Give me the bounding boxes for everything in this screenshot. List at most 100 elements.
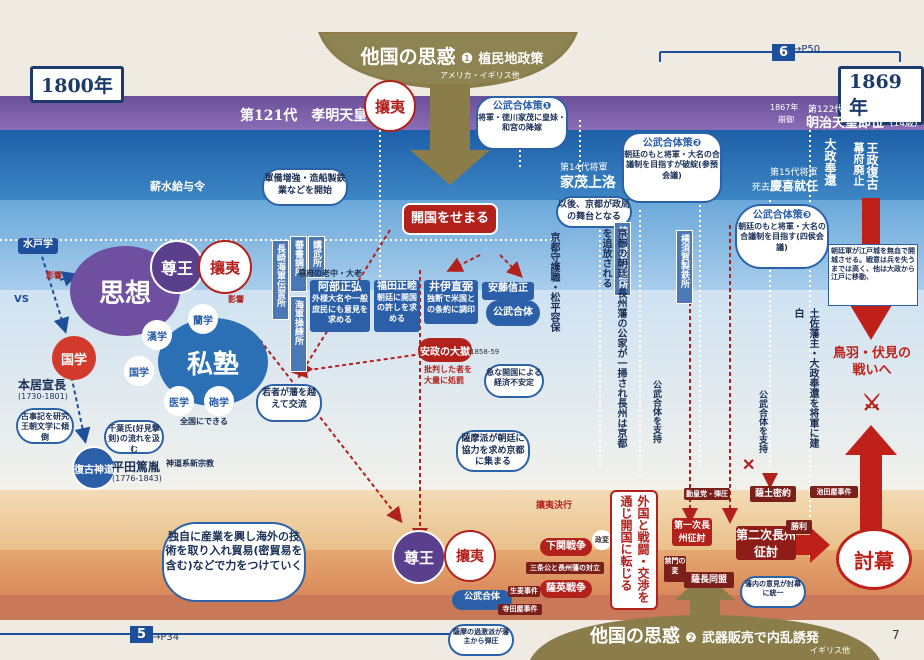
ansei-purge: 安政の大獄 [418,338,472,362]
kobu-policy-3-title: 公武合体策❸ [752,210,812,221]
school-igaku: 医学 [164,386,194,416]
youth-exchange: 若者が藩を越えて交流 [256,384,322,422]
choshu-expedition-2: 第二次長州征討 [736,526,797,560]
tobaku-burst: 討幕 [836,528,912,590]
motoori-norinaga: 本居宣長 [18,378,67,392]
school-kangaku: 漢学 [142,320,172,350]
meiji-age: (14歳) [890,119,918,129]
abe-masahiro: 阿部正弘 外様大名や一般庶民にも意見を求める [310,280,370,332]
kokugaku-badge: 国学 [52,336,96,380]
ii-naosuke: 井伊直弼 独断で米国との条約に調印 [424,280,478,324]
fukuda-name: 福田正睦 [377,281,417,292]
kobu-support-1: 公武合体を支持 [651,380,661,443]
mito-gaku: 水戸学 [18,238,58,254]
tosa-kenpaku: 土佐藩主・大政奉還を将軍に建白 [792,308,818,448]
ando-nobumasa: 安藤信正 [482,282,534,300]
fukko-shinto: 復古神道 [72,446,116,490]
section-link-top[interactable]: →P50 [793,44,821,55]
ii-note: 独断で米国との条約に調印 [427,294,475,314]
kojiki-study: 古事記を研究王朝文学に傾倒 [16,408,74,444]
school-hougaku: 砲学 [204,386,234,416]
ansei-years: 1858-59 [470,348,500,356]
edo-castle-note: 朝廷軍が江戸城を無血で開城させる。戦意は兵を失うまでは高く、他は大政から江戸に移… [828,244,918,306]
svg-text:✕: ✕ [742,455,755,474]
shinto-new-religion: 神道系新宗教 [166,459,214,468]
kaikoku-demand: 開国をせまる [402,203,498,235]
joui-badge-top: 攘夷 [364,80,416,132]
section-number-bottom: 5 [130,626,154,643]
page-number: 7 [892,628,900,642]
shimonoseki-war: 下関戦争 [540,538,592,556]
foreign-negotiation-text: 外国と戦闘・交渉を通じ開国に転じる [619,495,650,603]
kobe-navy: 神戸海軍操練所 [614,222,631,296]
abe-note: 外様大名や一般庶民にも意見を求める [312,294,368,325]
toba-fushimi: 鳥羽・伏見の戦いへ [832,346,911,378]
influence-label-right: 影響 [228,295,244,304]
atsutane-years: (1776-1843) [112,474,162,483]
kobu-gattai-ando: 公武合体 [486,300,540,326]
choshu-expedition-1: 第一次長州征討 [672,518,712,546]
section-link-bottom[interactable]: →P34 [152,632,180,643]
svg-text:⚔: ⚔ [862,390,882,416]
emperor-meiji: 明治天皇即位 [806,116,885,131]
ikedaya-incident: 池田屋事件 [810,486,858,498]
year-end: 1869年 [838,66,924,125]
abe-name: 阿部正弘 [318,280,362,293]
kobu-support-2: 公武合体を支持 [757,390,767,453]
defeat-1: 政変 [592,530,612,550]
number-badge-2: ❷ [685,631,697,646]
teradaya-incident: 寺田屋事件 [498,604,542,615]
foreign-countries-bottom: イギリス他 [810,646,850,655]
kobu-policy-3-note: 朝廷のもと将軍・大名の合議制を目指す(四侯会議) [738,222,826,252]
shinsui-order: 薪水給与令 [150,180,205,193]
bakufu-abolish: 幕府廃止 [852,142,865,186]
emperor-komei: 第121代 孝明天皇 [240,108,368,124]
satcho-alliance: 薩長同盟 [684,572,734,588]
namamugi-incident: 生麦事件 [508,586,540,597]
foreign-intent-bottom: 他国の思惑 ❷ 武器販売で内乱誘発 [590,622,819,648]
satsuei-war: 薩英戦争 [540,580,592,598]
ii-name: 井伊直弼 [429,280,473,293]
iemochi-kyoto: 家茂上洛 [560,175,616,191]
bakufu-leaders-label: 幕府の老中・大老 [298,269,362,278]
iemochi-gen: 第14代将軍 [560,163,608,173]
yokosuka-works: 横須賀製鉄所 [676,230,693,304]
kinnou-crackdown: 勤皇党・弾圧 [684,488,730,500]
victory-badge: 勝利 [786,520,812,534]
foreign-intent-top: 他国の思惑 ❶ 植民地政策 [352,42,552,69]
ansei-note: 批判した者を大量に処罰 [424,365,472,385]
kyoto-guard: 京都守護職・松平容保 [548,232,559,332]
kobu-gattai-bottom: 公武合体 [452,590,512,610]
fukuda-note: 朝廷に開国の許しを求める [377,293,417,323]
kobusho: 講武所 [308,236,325,278]
kobu-policy-2-note: 朝廷のもと将軍・大名の合議制を目指すが破綻(参預会議) [624,150,720,180]
foreign-intent-sub-bottom: 武器販売で内乱誘発 [701,631,819,646]
joui-execution: 攘夷決行 [536,501,573,511]
fukuda-masaaki: 福田正睦 朝廷に開国の許しを求める [374,280,420,332]
joui-badge-left: 攘夷 [198,240,252,294]
taisei-hokan: 大政奉還 [823,138,837,186]
foreign-intent-title: 他国の思惑 [360,46,456,68]
kinnou-suppress: 薩摩の過激派が藩主から弾圧 [448,624,514,656]
influence-label: 影響 [46,271,62,280]
foreign-intent-sub: 植民地政策 [478,52,544,67]
meiji-note: 崩御 [778,115,794,124]
kobu-policy-2: 公武合体策❷ 朝廷のもと将軍・大名の合議制を目指すが破綻(参預会議) [622,132,722,203]
kobu-policy-3: 公武合体策❸ 朝廷のもと将軍・大名の合議制を目指す(四侯会議) [735,204,829,269]
economic-instability: 急な開国による経済不安定 [484,364,544,398]
death-note: 死去 [752,183,771,193]
kaigun-sorensho: 海軍操練所 [290,296,307,372]
ousei-fukko: 王政復古 [865,142,879,190]
section-number-top: 6 [772,44,796,61]
kobu-policy-1: 公武合体策❶ 将軍・徳川家茂に皇妹・和宮の降嫁 [476,96,568,150]
satsuma-kyoto: 薩摩派が朝廷に協力を求め京都に集まる [456,430,530,472]
meiji-year: 1867年 [770,103,799,112]
sonno-badge-bottom: 尊王 [392,530,446,584]
satsudo-pact: 薩土密約 [750,486,796,502]
yoshinobu-gen: 第15代将軍 [770,168,818,178]
chiba-lineage: 千葉氏(好見撃剣)の流れを汲む [104,420,164,454]
joui-badge-bottom: 攘夷 [444,530,496,582]
year-start: 1800年 [30,66,124,103]
kobu-policy-2-title: 公武合体策❷ [642,138,702,149]
